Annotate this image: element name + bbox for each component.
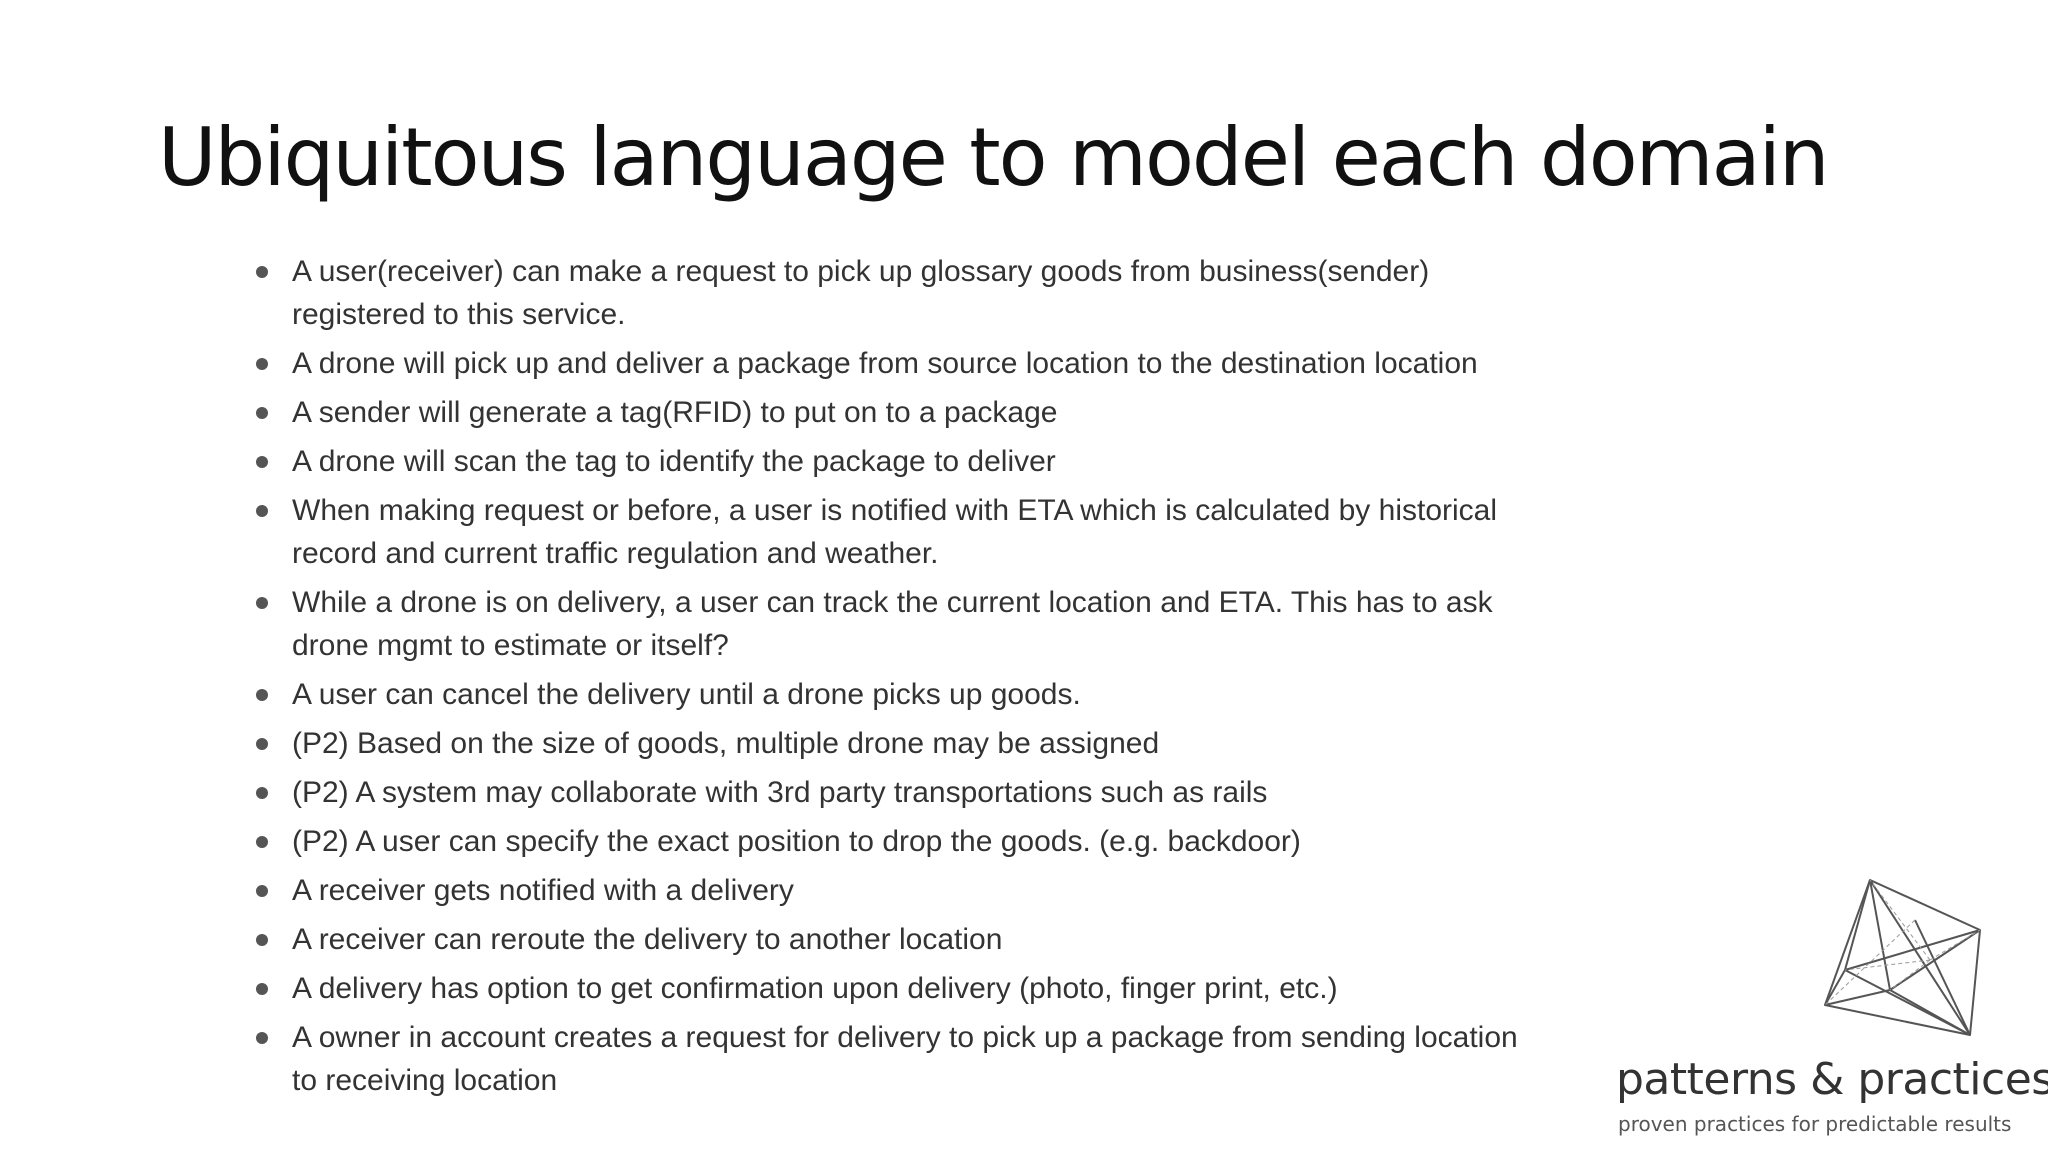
bullet-item: (P2) Based on the size of goods, multipl… [250, 722, 1550, 765]
bullet-item: When making request or before, a user is… [250, 489, 1550, 575]
bullet-item: A user(receiver) can make a request to p… [250, 250, 1550, 336]
bullet-item: A receiver can reroute the delivery to a… [250, 918, 1550, 961]
bullet-item: A user can cancel the delivery until a d… [250, 673, 1550, 716]
bullet-item: (P2) A user can specify the exact positi… [250, 820, 1550, 863]
logo-name: patterns & practices [1616, 1054, 2048, 1105]
bullet-list: A user(receiver) can make a request to p… [250, 250, 1550, 1108]
bullet-item: A receiver gets notified with a delivery [250, 869, 1550, 912]
bullet-item: A owner in account creates a request for… [250, 1016, 1550, 1102]
bullet-item: A delivery has option to get confirmatio… [250, 967, 1550, 1010]
bullet-item: A drone will pick up and deliver a packa… [250, 342, 1550, 385]
bullet-item: A sender will generate a tag(RFID) to pu… [250, 391, 1550, 434]
logo-tagline: proven practices for predictable results [1618, 1112, 2012, 1136]
wireframe-cube-icon [1824, 879, 1981, 1036]
slide-title: Ubiquitous language to model each domain [158, 111, 1830, 204]
bullet-item: A drone will scan the tag to identify th… [250, 440, 1550, 483]
bullet-item: (P2) A system may collaborate with 3rd p… [250, 771, 1550, 814]
bullet-item: While a drone is on delivery, a user can… [250, 581, 1550, 667]
